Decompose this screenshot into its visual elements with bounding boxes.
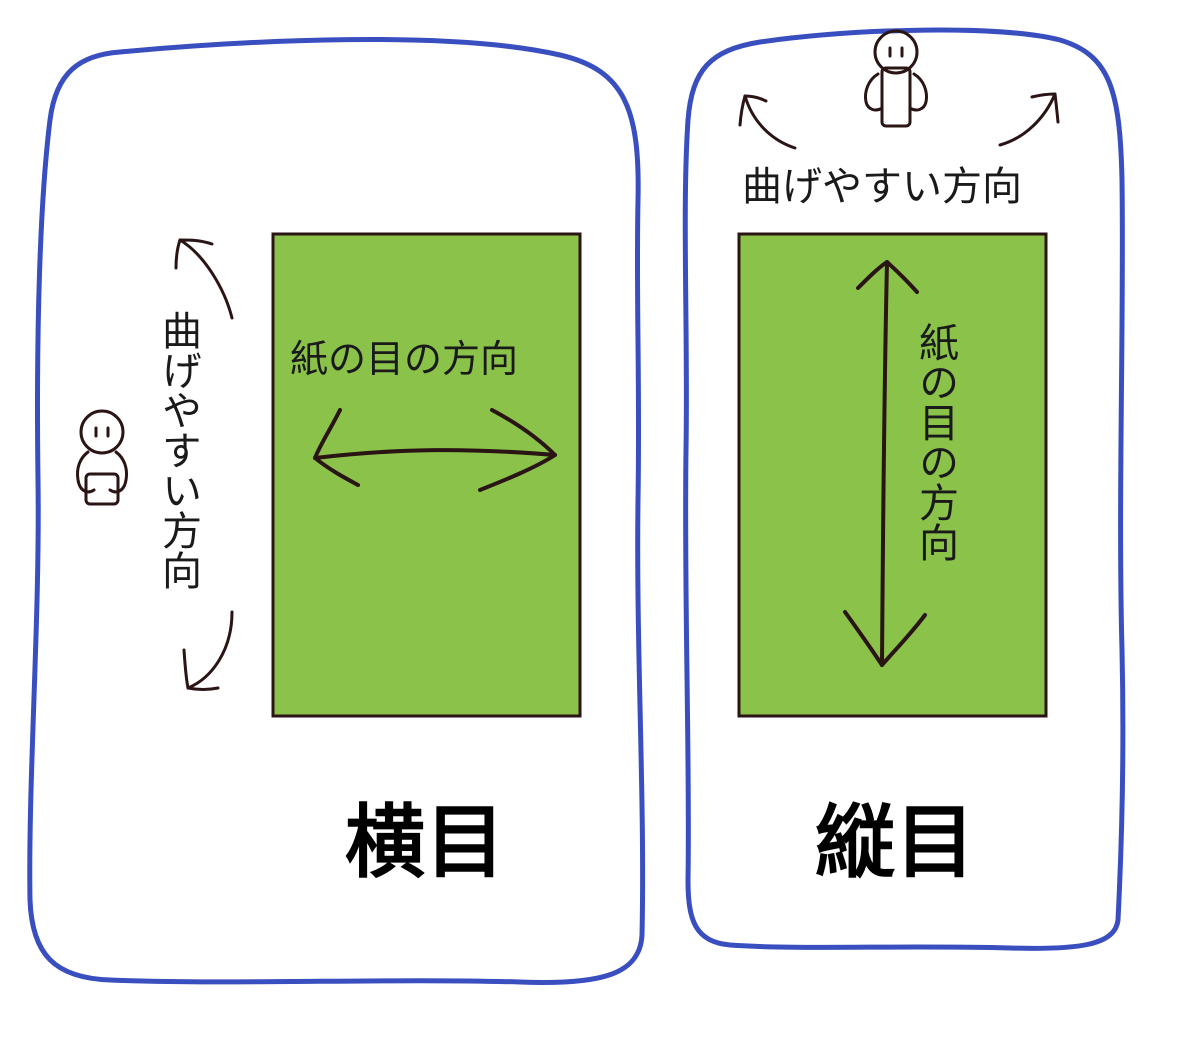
right-panel-border	[682, 27, 1126, 951]
right-panel-title: 縦目	[815, 796, 975, 889]
right-bend-arrows	[738, 92, 1060, 150]
right-grain-label: 紙の目の方向	[912, 322, 958, 562]
left-bend-label: 曲げやすい方向	[155, 310, 201, 590]
left-grain-arrow	[313, 408, 557, 492]
right-bend-label: 曲げやすい方向	[742, 164, 1022, 210]
right-grain-arrow	[843, 260, 927, 667]
left-bend-arrows	[174, 238, 234, 691]
left-paper-sheet	[271, 232, 582, 718]
person-holding-paper-icon	[864, 29, 928, 128]
person-holding-paper-icon	[76, 409, 128, 506]
left-panel-border	[27, 37, 646, 985]
right-paper-sheet	[737, 232, 1048, 718]
left-grain-label: 紙の目の方向	[290, 337, 519, 381]
left-panel-title: 横目	[345, 796, 505, 889]
